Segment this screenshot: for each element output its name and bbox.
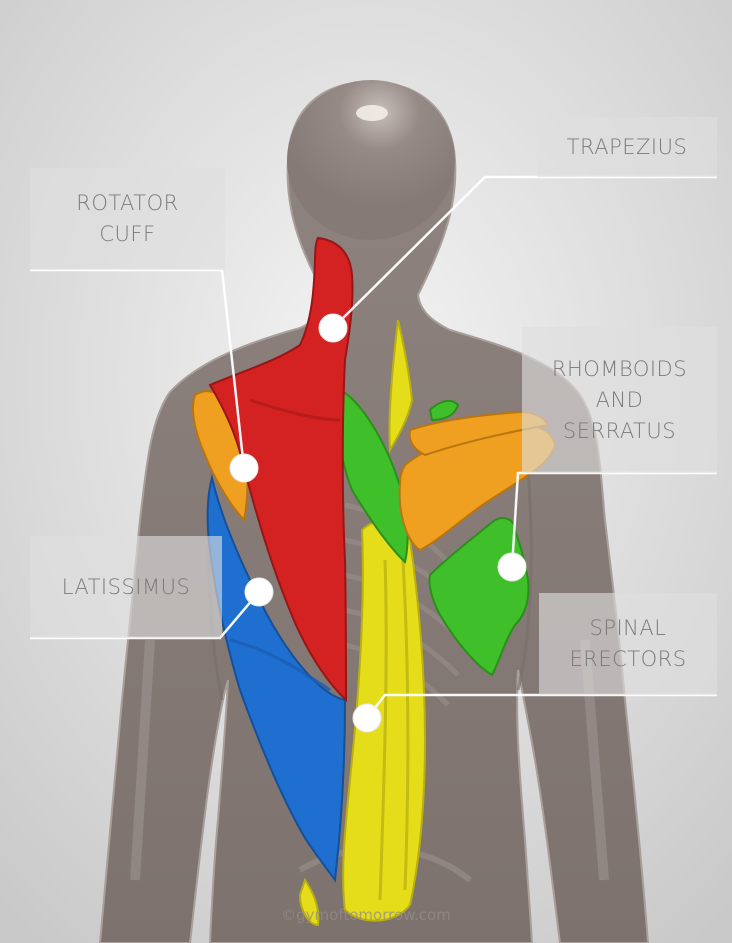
head-highlight xyxy=(356,105,388,121)
label-trapezius: TRAPEZIUS xyxy=(537,117,717,177)
marker-dot-icon[interactable] xyxy=(498,553,526,581)
label-rhomboids-serratus: RHOMBOIDS AND SERRATUS xyxy=(522,327,717,473)
label-trapezius-text: TRAPEZIUS xyxy=(567,132,688,163)
label-spinal-erectors: SPINAL ERECTORS xyxy=(539,593,717,695)
label-rotator-cuff: ROTATOR CUFF xyxy=(30,168,225,270)
marker-dot-icon[interactable] xyxy=(319,314,347,342)
label-latissimus-text: LATISSIMUS xyxy=(62,572,191,603)
label-spinal-erectors-text: SPINAL ERECTORS xyxy=(569,613,686,675)
marker-dot-icon[interactable] xyxy=(353,704,381,732)
label-rotator-cuff-text: ROTATOR CUFF xyxy=(76,188,179,250)
head xyxy=(287,80,455,240)
label-latissimus: LATISSIMUS xyxy=(30,536,222,638)
label-rhomboids-serratus-text: RHOMBOIDS AND SERRATUS xyxy=(552,354,687,447)
marker-dot-icon[interactable] xyxy=(245,578,273,606)
watermark: ©gymoftomorrow.com xyxy=(0,906,732,924)
marker-dot-icon[interactable] xyxy=(230,454,258,482)
